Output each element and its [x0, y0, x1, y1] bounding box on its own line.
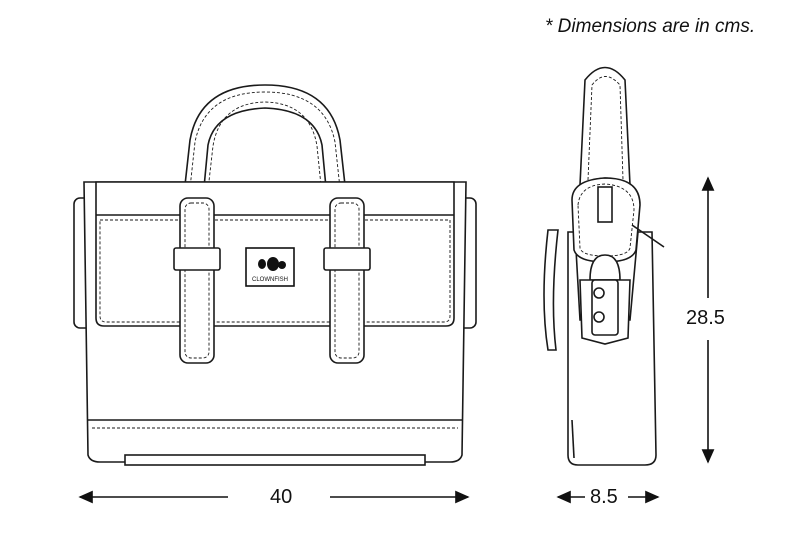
side-strap — [543, 229, 559, 351]
depth-label: 8.5 — [590, 486, 618, 508]
side-view-bag — [543, 66, 665, 466]
svg-text:CLOWNFISH: CLOWNFISH — [252, 277, 288, 283]
strap-right — [329, 197, 365, 364]
width-label: 40 — [270, 486, 293, 508]
height-label: 28.5 — [686, 307, 725, 329]
dimensions-note: * Dimensions are in cms. — [545, 16, 756, 37]
front-view-bag: CLOWNFISH — [73, 84, 477, 466]
strap-left — [179, 197, 215, 364]
dimension-arrows — [78, 176, 715, 504]
clownfish-logo: CLOWNFISH — [245, 247, 295, 287]
